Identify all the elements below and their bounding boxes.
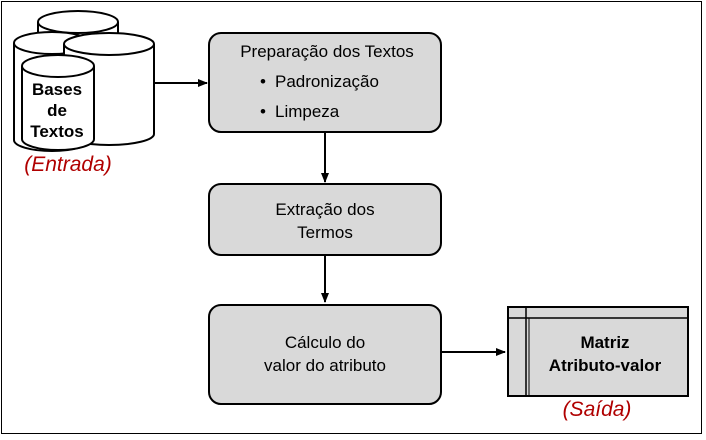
step-preparation: Preparação dos Textos • Padronização • L…: [208, 32, 442, 133]
step-calculation-line2: valor do atributo: [264, 356, 386, 375]
matrix-table-icon: [507, 306, 689, 397]
output-matrix: Matriz Atributo-valor: [507, 306, 689, 397]
step-extraction-line2: Termos: [297, 223, 353, 242]
step-extraction: Extração dos Termos: [208, 183, 442, 256]
step-preparation-title: Preparação dos Textos: [240, 42, 414, 61]
bullet-icon: •: [260, 102, 266, 121]
database-label-line3: Textos: [30, 122, 84, 141]
step-extraction-box: [208, 183, 442, 256]
output-caption: (Saída): [563, 398, 632, 421]
database-icon: Bases de Textos: [13, 10, 155, 152]
bullet-icon: •: [260, 72, 266, 91]
output-line1: Matriz: [580, 333, 629, 352]
database-label-line2: de: [47, 101, 67, 120]
step-calculation-line1: Cálculo do: [285, 333, 365, 352]
step-calculation: Cálculo do valor do atributo: [208, 304, 442, 405]
database-cylinder-front: [21, 54, 95, 151]
step-preparation-bullet-1: Padronização: [275, 72, 379, 91]
step-preparation-bullet-2: Limpeza: [275, 102, 340, 121]
output-line2: Atributo-valor: [549, 356, 662, 375]
step-calculation-box: [208, 304, 442, 405]
database-label-line1: Bases: [32, 80, 82, 99]
step-extraction-line1: Extração dos: [275, 200, 374, 219]
input-caption: (Entrada): [24, 153, 112, 176]
